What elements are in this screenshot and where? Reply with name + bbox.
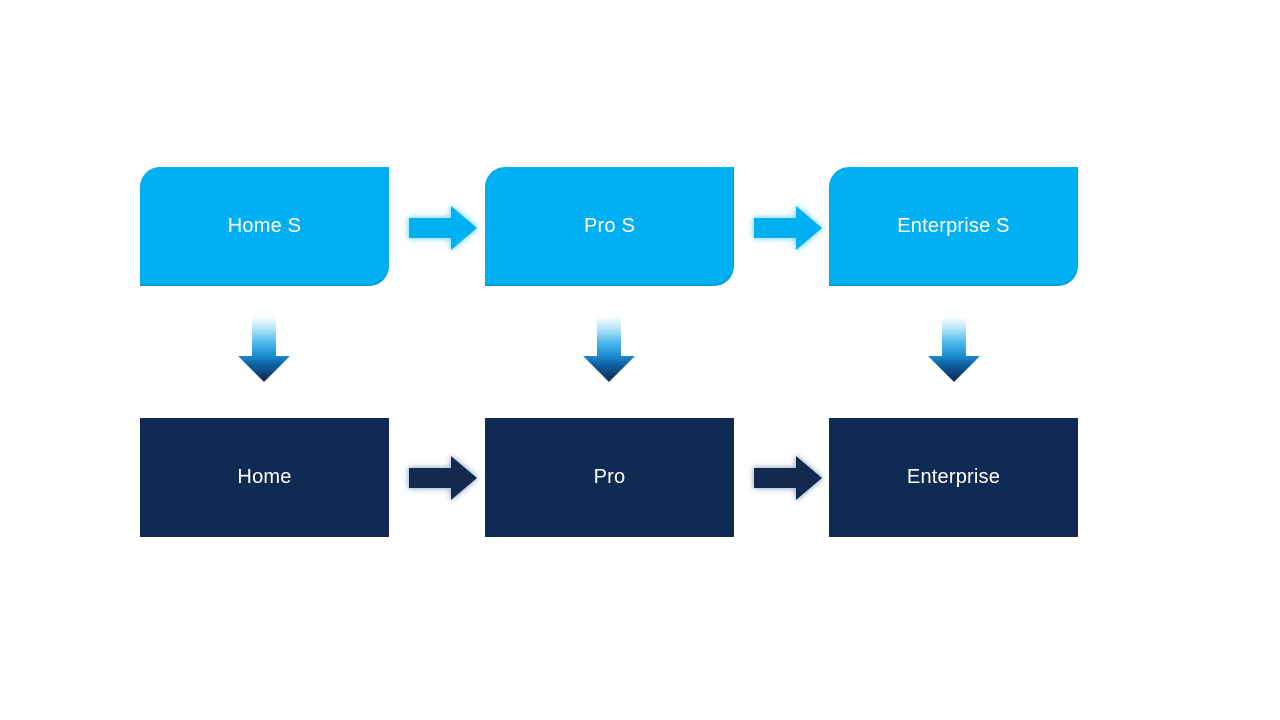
node-pro-label: Pro: [593, 466, 626, 488]
down-arrow-icon: [583, 318, 635, 382]
node-enterprise-s-label: Enterprise S: [897, 215, 1010, 237]
node-enterprise: Enterprise: [829, 418, 1078, 537]
right-arrow-icon: [409, 456, 477, 500]
right-arrow-icon: [409, 206, 477, 250]
node-home-s: Home S: [140, 167, 389, 286]
node-pro: Pro: [485, 418, 734, 537]
down-arrow-icon: [928, 318, 980, 382]
right-arrow-icon: [754, 206, 822, 250]
node-home-label: Home: [237, 466, 292, 488]
node-enterprise-s: Enterprise S: [829, 167, 1078, 286]
down-arrow-icon: [238, 318, 290, 382]
node-home: Home: [140, 418, 389, 537]
node-pro-s: Pro S: [485, 167, 734, 286]
node-enterprise-label: Enterprise: [906, 466, 1001, 488]
right-arrow-icon: [754, 456, 822, 500]
node-pro-s-label: Pro S: [583, 215, 636, 237]
node-home-s-label: Home S: [227, 215, 302, 237]
